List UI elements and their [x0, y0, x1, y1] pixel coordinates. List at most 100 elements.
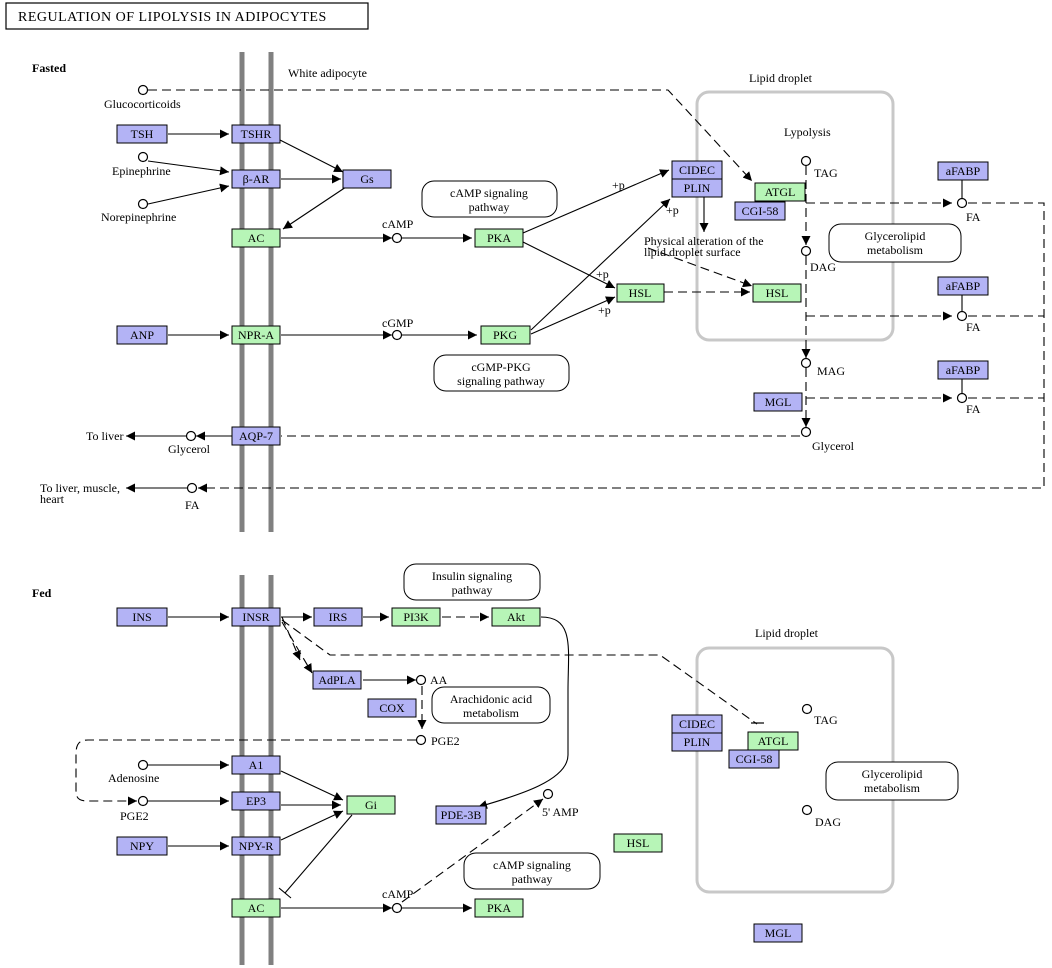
compound-fa-2 — [956, 310, 968, 322]
gene-pka-fed[interactable]: PKA — [474, 898, 524, 918]
gene-tsh[interactable]: TSH — [116, 124, 168, 144]
gene-afabp-1[interactable]: aFABP — [937, 161, 989, 181]
svg-text:INS: INS — [132, 610, 151, 624]
title-box — [5, 2, 369, 30]
gene-pka-fasted[interactable]: PKA — [474, 228, 524, 248]
gene-atgl-fasted[interactable]: ATGL — [754, 182, 806, 202]
gene-pde3b[interactable]: PDE-3B — [435, 805, 487, 825]
gene-irs[interactable]: IRS — [313, 607, 363, 627]
gene-npy-r[interactable]: NPY-R — [231, 836, 281, 856]
svg-text:CIDEC: CIDEC — [679, 163, 715, 177]
gene-cox[interactable]: COX — [367, 698, 417, 718]
gene-tshr[interactable]: TSHR — [231, 124, 281, 144]
label-lipolysis: Lypolysis — [784, 125, 831, 139]
gene-ac-fed[interactable]: AC — [231, 898, 281, 918]
gene-mgl-fasted[interactable]: MGL — [753, 392, 803, 412]
svg-text:cAMP signaling: cAMP signaling — [450, 186, 528, 200]
svg-text:TSH: TSH — [131, 127, 154, 141]
gene-beta-ar[interactable]: β-AR — [231, 169, 281, 189]
label-camp-fasted: cAMP — [382, 217, 414, 231]
svg-text:CIDEC: CIDEC — [679, 717, 715, 731]
compound-mag — [800, 357, 812, 369]
edges-fasted — [126, 129, 963, 493]
label-fa-3: FA — [966, 402, 981, 416]
svg-text:cAMP signaling: cAMP signaling — [493, 858, 571, 872]
gene-cidec-fasted[interactable]: CIDEC — [671, 160, 723, 180]
gene-gs[interactable]: Gs — [342, 169, 392, 189]
svg-text:PLIN: PLIN — [684, 181, 711, 195]
gene-cgi58-fasted[interactable]: CGI-58 — [734, 201, 786, 221]
compound-circles — [137, 84, 968, 914]
svg-text:HSL: HSL — [629, 286, 652, 300]
gene-pi3k[interactable]: PI3K — [391, 607, 441, 627]
gene-ep3[interactable]: EP3 — [231, 791, 281, 811]
gene-afabp-2[interactable]: aFABP — [937, 276, 989, 296]
label-white-adipocyte: White adipocyte — [288, 66, 367, 80]
gene-ins[interactable]: INS — [116, 607, 168, 627]
compound-adenosine — [137, 759, 149, 771]
svg-text:cGMP-PKG: cGMP-PKG — [471, 360, 531, 374]
gene-ac-fasted[interactable]: AC — [231, 228, 281, 248]
label-fa-out: FA — [185, 498, 200, 512]
svg-text:PKG: PKG — [493, 328, 517, 342]
gene-cidec-fed[interactable]: CIDEC — [671, 714, 723, 734]
svg-text:pathway: pathway — [512, 872, 553, 886]
label-adenosine: Adenosine — [108, 771, 159, 785]
svg-text:aFABP: aFABP — [946, 279, 981, 293]
label-mag: MAG — [817, 364, 845, 378]
label-tag-fed: TAG — [814, 713, 838, 727]
label-plus-p-3: +p — [596, 267, 609, 281]
compound-epinephrine — [137, 151, 149, 163]
gene-hsl-outer-fasted[interactable]: HSL — [616, 283, 665, 303]
svg-text:TSHR: TSHR — [241, 127, 272, 141]
gene-cgi58-fed[interactable]: CGI-58 — [728, 749, 780, 769]
label-lipid-droplet-fasted: Lipid droplet — [749, 71, 813, 85]
svg-text:pathway: pathway — [452, 583, 493, 597]
svg-text:AdPLA: AdPLA — [318, 673, 356, 687]
label-physical-alteration-2: lipid droplet surface — [644, 245, 741, 259]
gene-a1[interactable]: A1 — [231, 755, 281, 775]
gene-aqp7[interactable]: AQP-7 — [231, 426, 281, 446]
compound-norepinephrine — [137, 198, 149, 210]
svg-text:NPY: NPY — [130, 839, 154, 853]
gene-atgl-fed[interactable]: ATGL — [747, 731, 799, 751]
label-dag-fed: DAG — [815, 815, 841, 829]
svg-text:MGL: MGL — [765, 395, 792, 409]
svg-text:PKA: PKA — [487, 901, 511, 915]
svg-text:HSL: HSL — [627, 836, 650, 850]
gene-gi[interactable]: Gi — [346, 795, 396, 815]
label-plus-p-4: +p — [598, 303, 611, 317]
svg-text:EP3: EP3 — [246, 794, 266, 808]
edges-fasted-dashed — [148, 89, 1045, 493]
gene-hsl-fed[interactable]: HSL — [613, 833, 663, 853]
gene-akt[interactable]: Akt — [491, 607, 541, 627]
gene-mgl-fed[interactable]: MGL — [753, 923, 803, 943]
compound-dag-fasted — [800, 245, 812, 257]
gene-npr-a[interactable]: NPR-A — [231, 325, 281, 345]
pathway-arachidonic: Arachidonic acid metabolism — [431, 686, 551, 724]
svg-text:aFABP: aFABP — [946, 363, 981, 377]
diagram-title: REGULATION OF LIPOLYSIS IN ADIPOCYTES — [18, 10, 327, 25]
svg-text:Glycerolipid: Glycerolipid — [862, 767, 923, 781]
label-aa: AA — [430, 673, 448, 687]
compound-cgmp — [391, 329, 403, 341]
gene-insr[interactable]: INSR — [231, 607, 281, 627]
gene-plin-fed[interactable]: PLIN — [671, 732, 723, 752]
label-fa-1: FA — [966, 210, 981, 224]
svg-text:NPR-A: NPR-A — [238, 328, 274, 342]
gene-hsl-inner-fasted[interactable]: HSL — [752, 283, 802, 303]
gene-npy[interactable]: NPY — [116, 836, 168, 856]
compound-glycerol-out — [185, 430, 197, 442]
edges-fed — [148, 612, 570, 913]
gene-pkg[interactable]: PKG — [480, 325, 531, 345]
gene-adpla[interactable]: AdPLA — [312, 670, 362, 690]
svg-text:IRS: IRS — [329, 610, 348, 624]
label-pge2-left: PGE2 — [120, 809, 149, 823]
svg-text:signaling pathway: signaling pathway — [457, 374, 545, 388]
gene-afabp-3[interactable]: aFABP — [937, 360, 989, 380]
gene-anp[interactable]: ANP — [116, 325, 168, 345]
svg-text:PLIN: PLIN — [684, 735, 711, 749]
svg-text:Glycerolipid: Glycerolipid — [865, 229, 926, 243]
gene-plin-fasted[interactable]: PLIN — [671, 178, 723, 198]
svg-text:metabolism: metabolism — [463, 706, 520, 720]
